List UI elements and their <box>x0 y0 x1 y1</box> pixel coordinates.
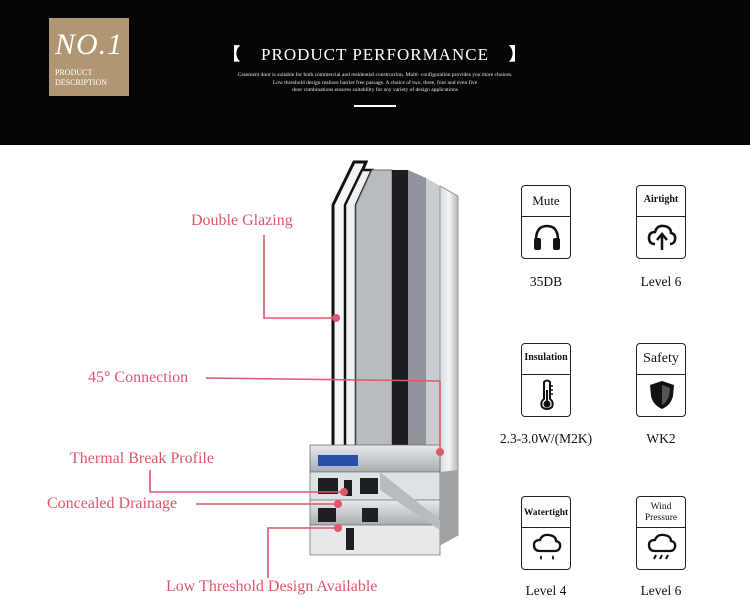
shield-icon <box>650 381 674 409</box>
feature-title: Mute <box>532 193 560 208</box>
title-text: PRODUCT PERFORMANCE <box>261 45 489 64</box>
bracket-left: 【 <box>223 45 242 64</box>
rain-cloud-icon <box>532 533 562 560</box>
feature-value-airtight: Level 6 <box>640 274 682 289</box>
feature-title: Safety <box>643 351 679 366</box>
badge-label: PRODUCT DESCRIPTION <box>55 68 108 87</box>
feature-card-insulation: Insulation <box>521 343 571 417</box>
callout-double-glazing: Double Glazing <box>191 212 293 229</box>
feature-title: Airtight <box>643 194 679 205</box>
section-title: 【 PRODUCT PERFORMANCE 】 <box>0 40 750 65</box>
headphones-icon <box>534 224 560 250</box>
feature-card-airtight: Airtight <box>636 185 686 259</box>
feature-title: Insulation <box>524 352 568 363</box>
feature-value-watertight: Level 4 <box>525 583 567 598</box>
feature-card-mute: Mute <box>521 185 571 259</box>
rain-cloud-icon <box>647 533 677 560</box>
number-badge: NO.1 PRODUCT DESCRIPTION <box>49 18 129 96</box>
title-divider <box>354 105 396 107</box>
feature-value-wind-pressure: Level 6 <box>640 583 682 598</box>
callout-concealed-drainage: Concealed Drainage <box>47 495 178 512</box>
header-banner: NO.1 PRODUCT DESCRIPTION 【 PRODUCT PERFOR… <box>0 0 750 145</box>
callout-low-threshold: Low Threshold Design Available <box>166 578 378 595</box>
feature-title: Wind Pressure <box>644 502 678 523</box>
callout-45-connection: 45° Connection <box>88 369 189 386</box>
description-text: Casement door is suitable for both comme… <box>237 72 513 93</box>
feature-value-insulation: 2.3-3.0W/(M2K) <box>499 431 593 446</box>
feature-value-safety: WK2 <box>646 431 676 446</box>
feature-value-mute: 35DB <box>529 274 563 289</box>
feature-card-wind-pressure: Wind Pressure <box>636 496 686 570</box>
badge-number: NO.1 <box>55 28 124 61</box>
bracket-right: 】 <box>508 45 527 64</box>
cloud-upload-icon <box>647 224 677 250</box>
feature-card-watertight: Watertight <box>521 496 571 570</box>
callout-thermal-break: Thermal Break Profile <box>70 450 214 467</box>
thermometer-icon <box>540 379 554 410</box>
feature-card-safety: Safety <box>636 343 686 417</box>
feature-title: Watertight <box>523 508 569 518</box>
